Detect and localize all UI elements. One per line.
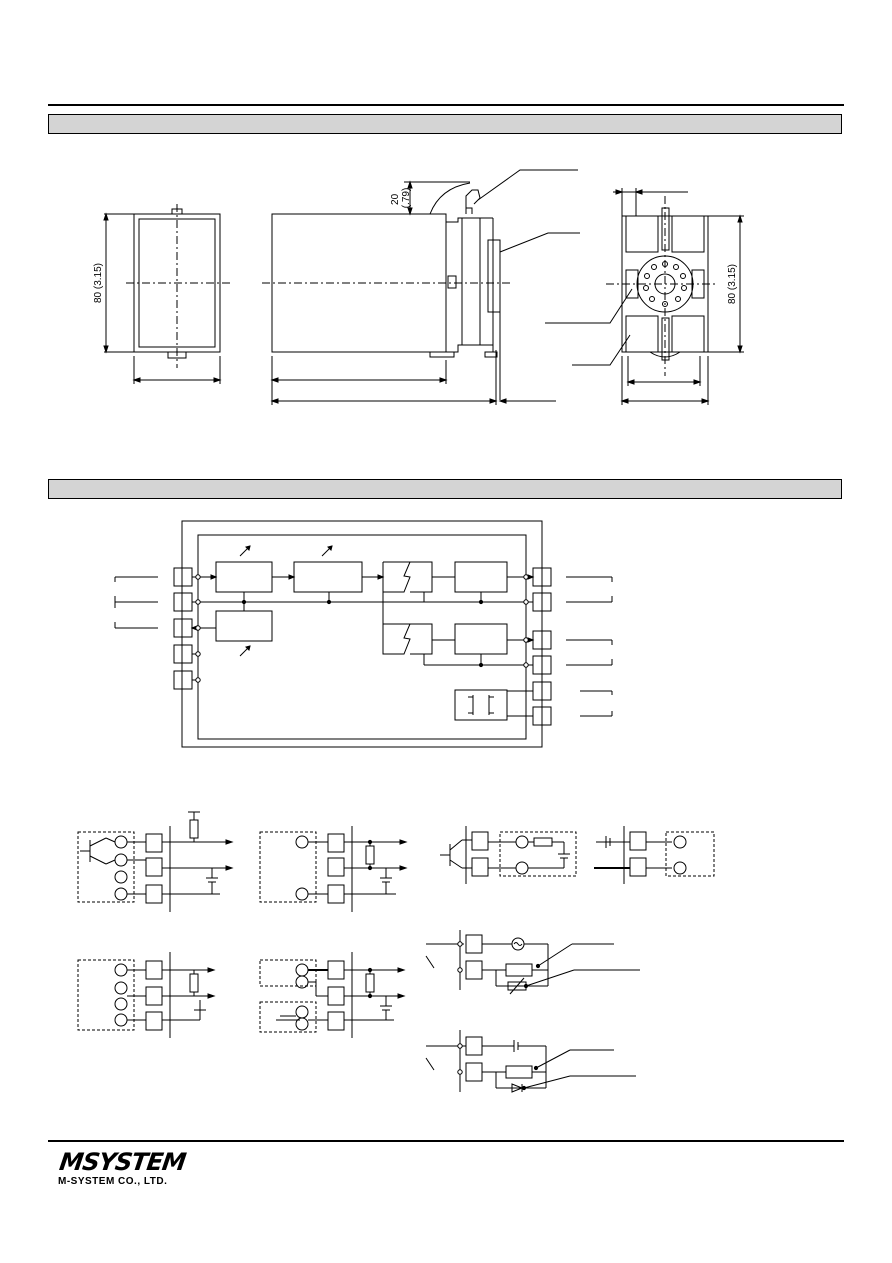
block-diagram: [0, 0, 892, 1130]
example-dc-relay: [426, 1030, 636, 1092]
example-two-wire-sensor: [260, 952, 404, 1038]
section-bar-dimensions: [48, 114, 842, 134]
footer-rule: [48, 1140, 844, 1142]
front-view: [104, 204, 230, 384]
dimension-drawing: 80 (3.15): [93, 0, 892, 470]
socket-view: [545, 188, 744, 405]
company-name: M-SYSTEM CO., LTD.: [58, 1176, 168, 1187]
example-npn-sensor: [78, 812, 232, 912]
side-view: [262, 170, 580, 405]
connection-examples: [0, 0, 892, 1130]
dim-height-front: 80 (3.15): [93, 263, 104, 303]
example-dc-output: [594, 826, 714, 884]
example-transistor-output: [440, 826, 576, 884]
example-ac-relay: [426, 930, 640, 994]
company-logo: MSYSTEM M-SYSTEM CO., LTD.: [58, 1148, 187, 1188]
example-pnp-sensor: [78, 952, 214, 1038]
dim-clearance: 20 (.79): [390, 188, 412, 209]
block-power: [455, 690, 507, 720]
dim-height-socket: 80 (3.15): [727, 264, 738, 304]
section-bar-schematic: [48, 479, 842, 499]
header-rule: [48, 104, 844, 106]
logo-mark: MSYSTEM: [57, 1148, 188, 1176]
example-contact-sensor: [260, 826, 406, 912]
socket-pins: [644, 262, 687, 307]
